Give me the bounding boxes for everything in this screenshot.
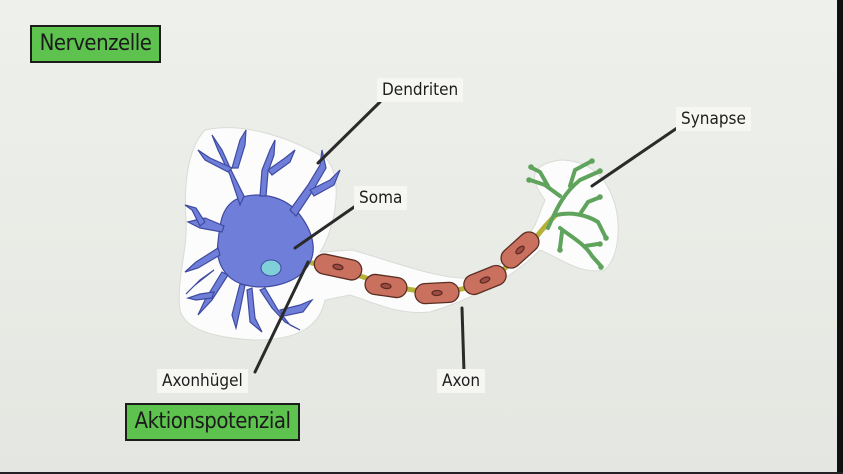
pointer-soma <box>293 203 359 250</box>
label-dendriten: Dendriten <box>377 78 464 103</box>
soma-paper-backing <box>178 127 619 341</box>
frame-edge-right <box>837 0 843 474</box>
synaptic-knobs <box>526 158 609 270</box>
label-synapse: Synapse <box>676 107 751 132</box>
aktionspotenzial-tag: Aktionspotenzial <box>125 403 300 441</box>
pointer-synapse <box>590 124 682 188</box>
pointer-axon <box>460 306 466 374</box>
soma-body <box>184 129 341 333</box>
pointer-lines <box>253 100 682 374</box>
nucleus <box>260 259 282 277</box>
label-axonhuegel: Axonhügel <box>157 369 248 394</box>
label-axon: Axon <box>437 369 486 394</box>
frame-edge-bottom <box>0 472 843 474</box>
axon-terminal <box>528 160 607 267</box>
myelin-sheath <box>313 231 540 305</box>
page-title: Nervenzelle <box>30 25 161 63</box>
label-soma: Soma <box>354 186 408 211</box>
pointer-axonhuegel <box>253 260 310 374</box>
pointer-dendriten <box>316 100 382 165</box>
